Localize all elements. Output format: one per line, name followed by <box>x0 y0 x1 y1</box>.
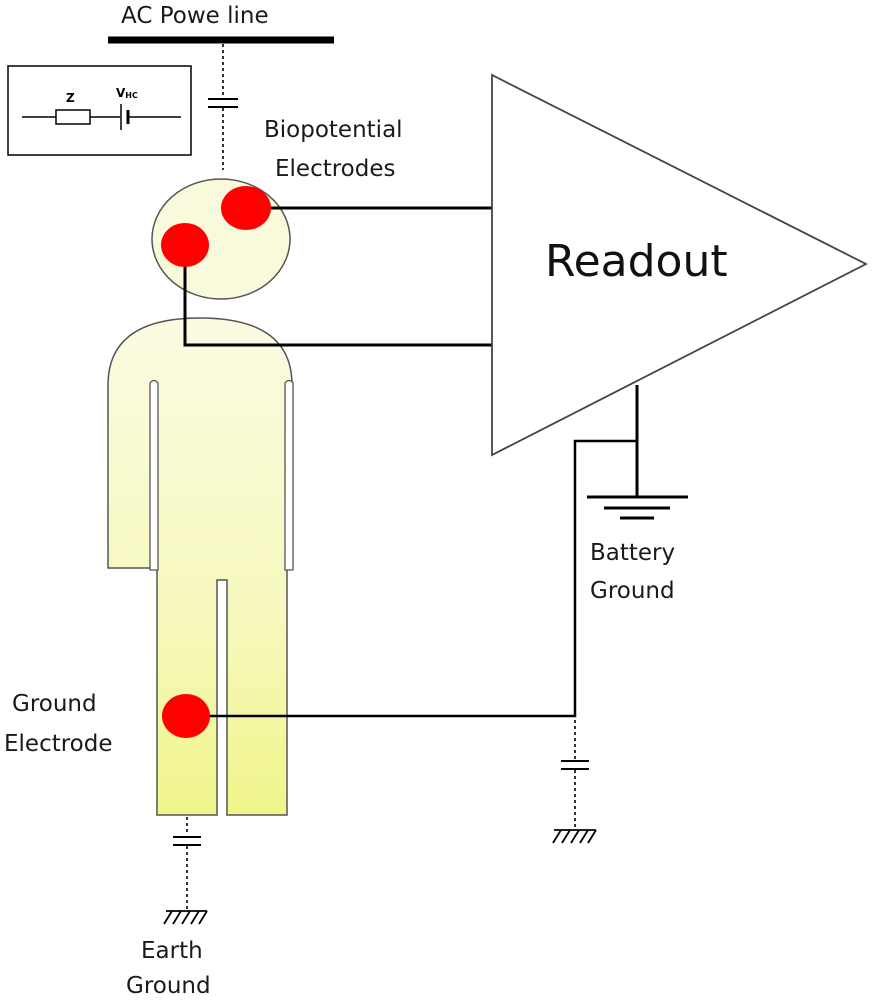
ground-electrode <box>162 694 210 738</box>
person-body <box>107 317 293 816</box>
readout-amplifier <box>491 73 868 457</box>
ground-return-wire <box>206 439 637 718</box>
battery-earth-ground-symbol <box>552 829 597 844</box>
electrode-2-wire <box>183 243 494 347</box>
ground-electrode-label-line1: Ground <box>12 691 97 717</box>
battery-ground-label-line2: Ground <box>590 578 675 604</box>
battery-ground-symbol <box>587 495 688 520</box>
impedance-label: Z <box>66 91 75 105</box>
ac-power-line-label: AC Powe line <box>121 3 269 29</box>
power-line-coupling-capacitor <box>208 98 238 108</box>
battery-ground-label-line1: Battery <box>590 540 676 566</box>
earth-ground-label-line2: Ground <box>126 973 211 999</box>
earth-ground-label-line1: Earth <box>141 938 203 964</box>
impedance-resistor-symbol <box>55 109 91 125</box>
biopotential-electrode-2 <box>161 223 209 267</box>
earth-ground-symbol <box>163 910 208 925</box>
impedance-symbol: Z <box>66 91 75 105</box>
inset-circuit <box>22 104 181 130</box>
voltage-subscript: HC <box>125 91 138 100</box>
person-left-arm-gap <box>149 379 159 571</box>
readout-label: Readout <box>545 236 728 287</box>
body-earth-capacitor <box>173 836 201 846</box>
person-right-arm-gap <box>284 379 294 571</box>
biopotential-electrodes-label-line2: Electrodes <box>275 156 396 182</box>
battery-earth-capacitor <box>561 760 589 770</box>
half-cell-voltage-label: VHC <box>116 86 138 100</box>
biopotential-electrode-1 <box>221 186 271 230</box>
voltage-symbol: V <box>116 86 126 100</box>
ground-electrode-label-line2: Electrode <box>4 731 113 757</box>
electrode-model-inset <box>7 65 192 156</box>
biopotential-electrodes-label-line1: Biopotential <box>264 117 403 143</box>
